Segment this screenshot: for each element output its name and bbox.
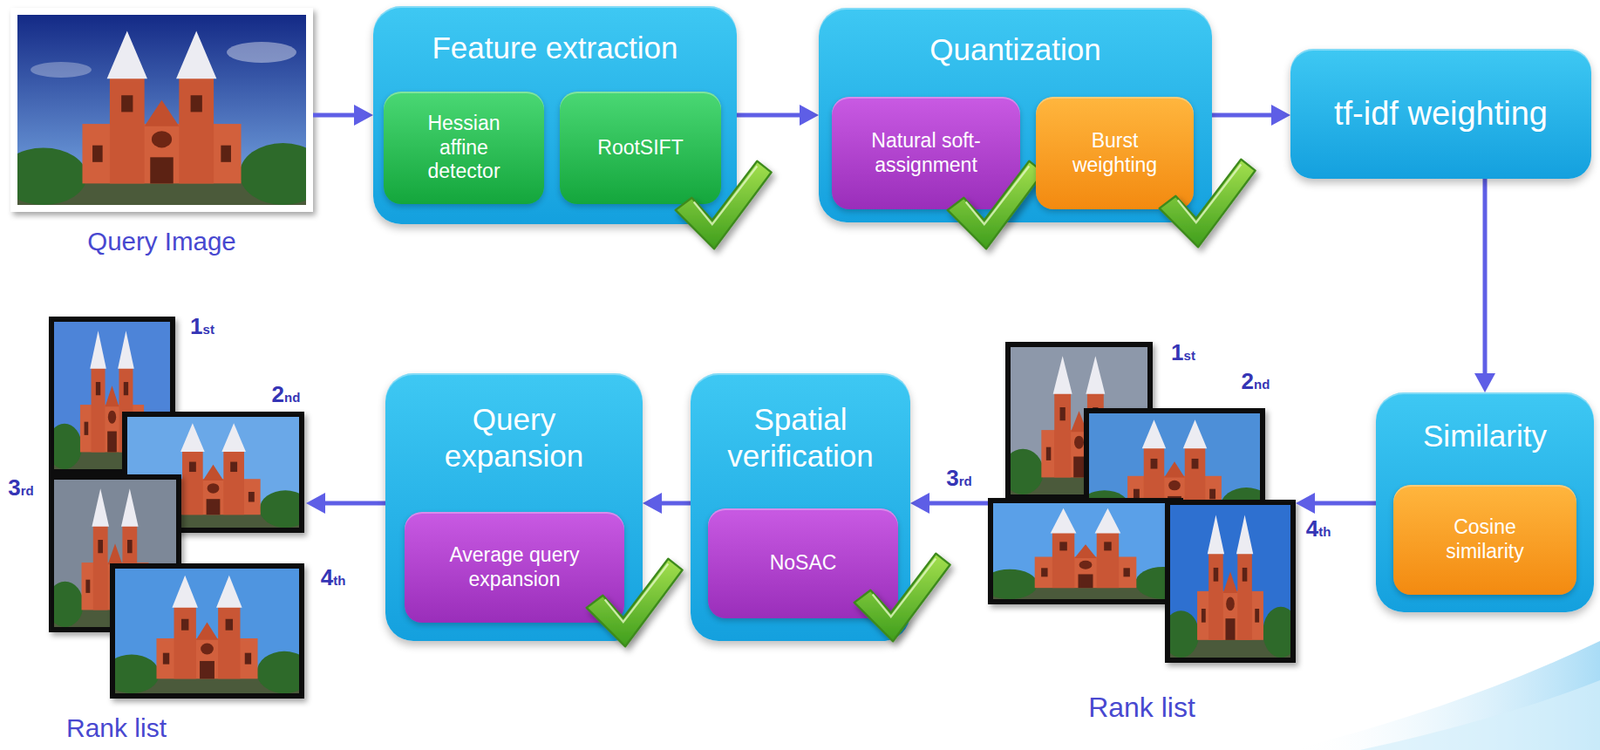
corner-decoration	[1290, 640, 1600, 750]
rank-number: 3rd	[7, 476, 34, 499]
method-box: Average query expansion	[404, 511, 625, 623]
stage-title: Query expansion	[385, 401, 643, 475]
flow-arrow	[642, 492, 691, 514]
method-box: NoSAC	[708, 508, 899, 619]
method-box: Natural soft-assignment	[831, 96, 1021, 210]
flow-arrow	[1295, 492, 1376, 514]
flow-arrow	[1211, 104, 1291, 126]
rank-list: Rank list	[987, 341, 1296, 729]
rank-list-caption: Rank list	[66, 713, 167, 744]
rank-number: 4th	[320, 565, 347, 589]
stage-box: SimilarityCosine similarity	[1375, 392, 1594, 613]
method-label: Average query expansion	[435, 543, 594, 592]
image-node: Query Image	[10, 7, 314, 259]
rank-number: 2nd	[1241, 369, 1271, 393]
method-label: RootSIFT	[597, 136, 683, 161]
stage-box: Spatial verificationNoSAC	[690, 373, 911, 641]
method-box: Burst weighting	[1035, 96, 1194, 210]
thumbnail-stack	[981, 341, 1299, 663]
stage-box: tf-idf weighting	[1290, 48, 1592, 179]
stage-title: Similarity	[1375, 417, 1594, 455]
method-label: Cosine similarity	[1415, 515, 1555, 564]
check-mark	[1155, 155, 1258, 252]
stage-box: Query expansionAverage query expansion	[385, 373, 643, 641]
stage-title: Spatial verification	[690, 401, 911, 475]
check-mark	[582, 554, 685, 651]
flow-arrow	[313, 104, 374, 126]
rank-number: 1st	[190, 314, 215, 338]
rank-number: 3rd	[946, 466, 972, 490]
method-box: Hessian affine detector	[383, 91, 545, 205]
flow-arrow	[306, 492, 386, 514]
method-label: Natural soft-assignment	[851, 129, 1001, 178]
stage-title: tf-idf weighting	[1334, 94, 1548, 135]
flow-arrow	[1474, 178, 1496, 393]
stage-box: QuantizationNatural soft-assignment Burst…	[818, 7, 1212, 223]
flow-arrow	[736, 104, 819, 126]
method-box: RootSIFT	[559, 91, 722, 205]
image-caption: Query Image	[10, 226, 314, 257]
rank-number: 2nd	[272, 382, 301, 406]
thumbnail-stack	[47, 316, 313, 699]
rank-list: Rank list	[48, 316, 307, 746]
corner-decoration	[1360, 680, 1600, 750]
check-mark	[671, 156, 774, 253]
flow-arrow	[910, 492, 988, 514]
stage-box: Feature extractionHessian affine detecto…	[373, 6, 737, 225]
rank-number: 4th	[1306, 517, 1332, 540]
rank-number: 1st	[1171, 340, 1196, 364]
rank-list-caption: Rank list	[987, 691, 1296, 724]
stage-title: Quantization	[818, 31, 1212, 69]
check-mark	[850, 549, 953, 646]
query-photo	[0, 7, 327, 212]
stage-title: Feature extraction	[373, 29, 737, 67]
method-label: NoSAC	[769, 551, 838, 576]
method-box: Cosine similarity	[1393, 484, 1577, 595]
method-label: Burst weighting	[1057, 129, 1172, 178]
method-label: Hessian affine detector	[409, 111, 518, 184]
